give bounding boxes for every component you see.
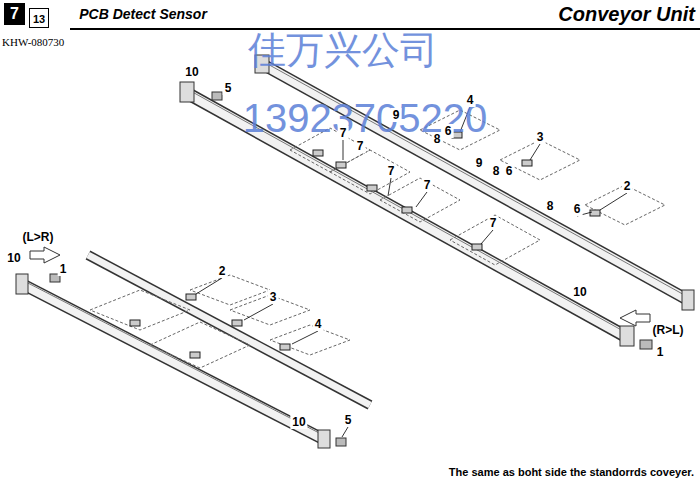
- callout-number: 8: [432, 132, 443, 146]
- callout-number: 7: [338, 126, 349, 140]
- callout-number: 4: [465, 93, 476, 107]
- callout-number: (R>L): [651, 323, 686, 337]
- callout-number: 6: [504, 164, 515, 178]
- page-title: PCB Detect Sensor: [79, 6, 207, 22]
- callout-number: 6: [443, 124, 454, 138]
- callout-number: 1: [58, 262, 69, 276]
- page-number: 13: [33, 13, 45, 25]
- lower-conveyor: [16, 247, 370, 448]
- page-number: 7: [10, 5, 19, 22]
- callout-number: 5: [223, 81, 234, 95]
- callout-number: 7: [355, 139, 366, 153]
- callout-number: 7: [488, 216, 499, 230]
- callout-number: 10: [183, 65, 200, 79]
- callout-number: 10: [290, 415, 307, 429]
- page-count-box: 13: [29, 8, 49, 28]
- callout-number: (L>R): [21, 230, 56, 244]
- callout-number: 2: [217, 264, 228, 278]
- caption-note: The same as boht side the standorrds cov…: [449, 466, 694, 478]
- callout-number: 8: [491, 164, 502, 178]
- callout-number: 5: [343, 413, 354, 427]
- callout-number: 10: [571, 285, 588, 299]
- callout-number: 10: [5, 251, 22, 265]
- callout-number: 9: [391, 108, 402, 122]
- callout-number: 7: [386, 164, 397, 178]
- page-number-box: 7: [4, 3, 25, 25]
- drawing-code: KHW-080730: [2, 36, 64, 48]
- upper-conveyor: [180, 55, 694, 349]
- callout-number: 2: [622, 179, 633, 193]
- callout-number: 3: [268, 290, 279, 304]
- callout-number: 7: [422, 178, 433, 192]
- callout-number: 3: [535, 130, 546, 144]
- callout-number: 9: [474, 156, 485, 170]
- callout-number: 8: [545, 199, 556, 213]
- callout-number: 6: [572, 202, 583, 216]
- watermark: 佳万兴公司: [248, 25, 438, 76]
- callout-number: 4: [313, 317, 324, 331]
- callout-number: 1: [655, 345, 666, 359]
- section-title: Conveyor Unit: [558, 3, 695, 26]
